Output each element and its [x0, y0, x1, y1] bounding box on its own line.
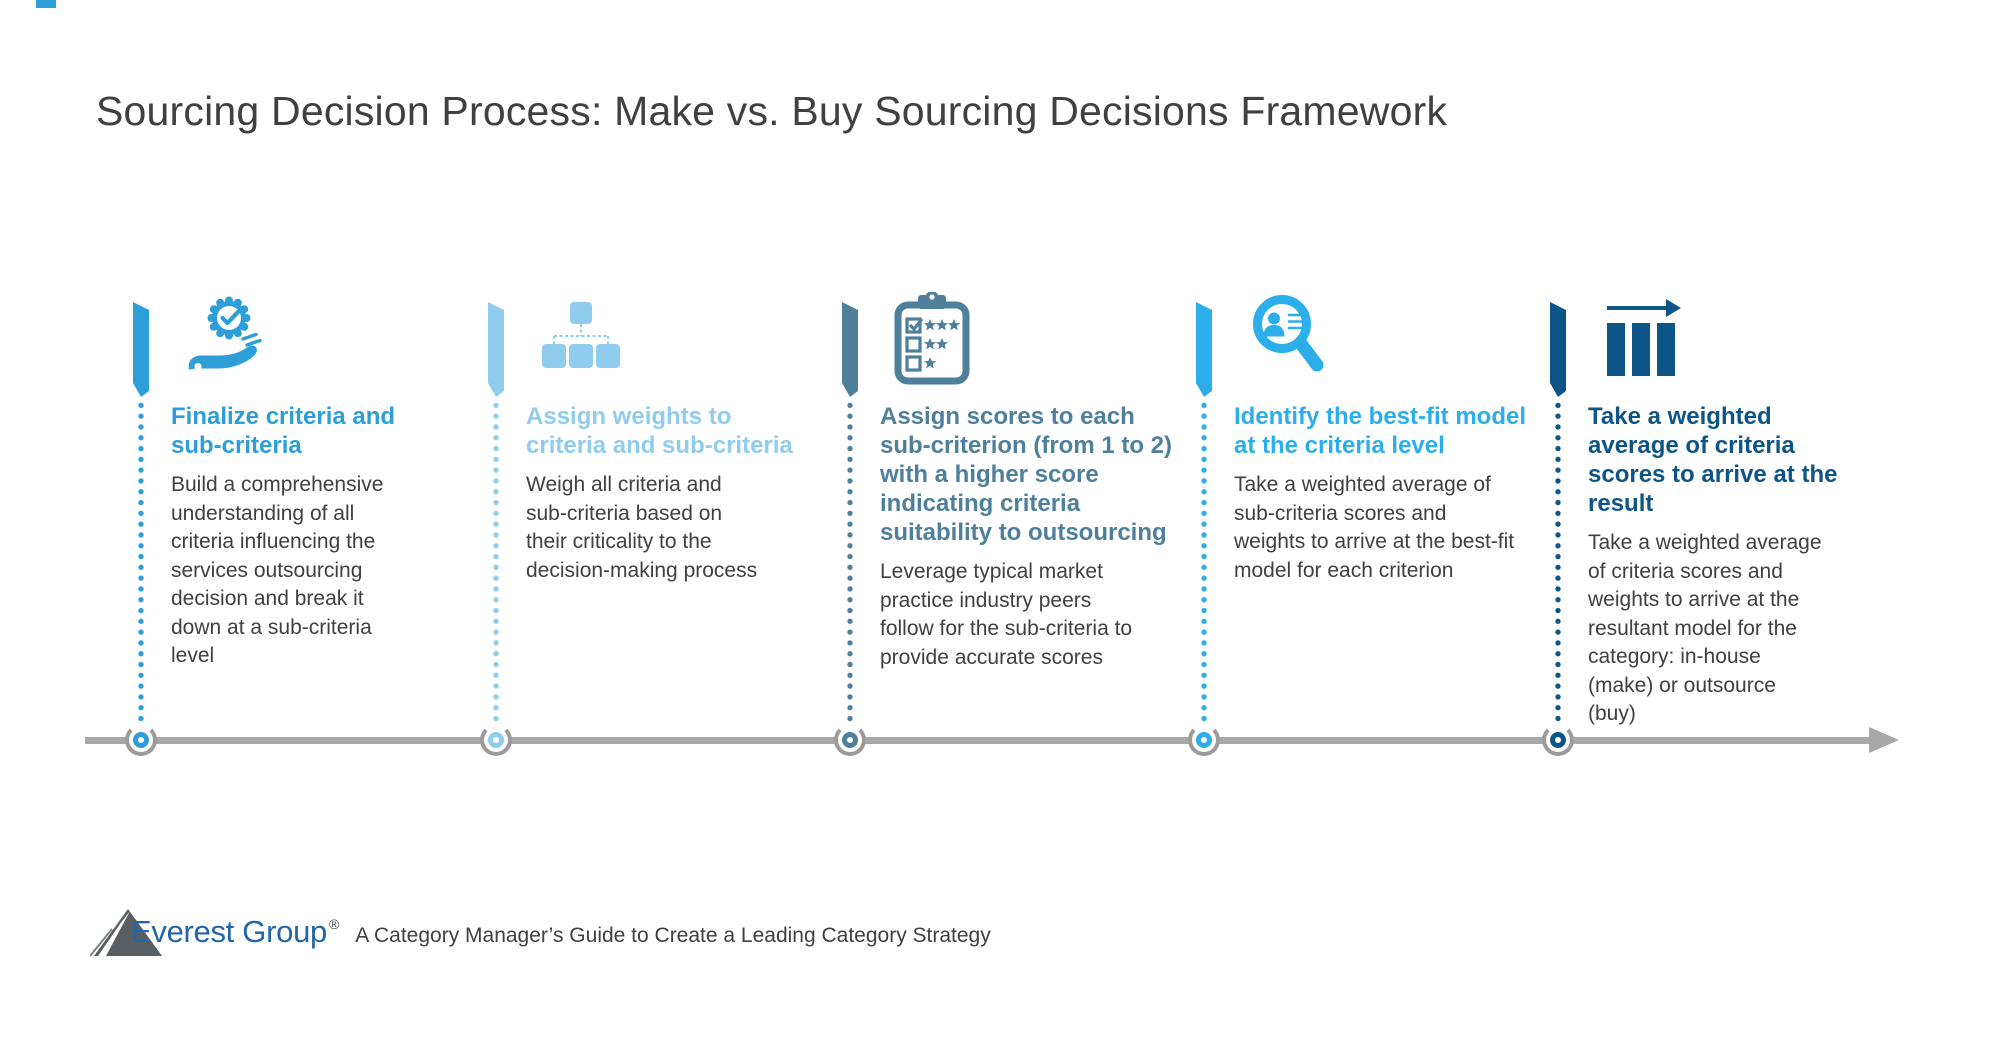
timeline-dot	[1542, 724, 1574, 756]
ribbon-marker	[133, 298, 149, 397]
step-description: Weigh all criteria and sub-criteria base…	[526, 473, 758, 582]
bar-chart-arrow-icon	[1602, 292, 1825, 386]
logo-text: Everest Group	[131, 914, 327, 949]
process-step-3: Assign scores to each sub-criterion (fro…	[834, 291, 1172, 756]
footer-caption: A Category Manager’s Guide to Create a L…	[355, 924, 991, 947]
step-description: Take a weighted average of criteria scor…	[1588, 531, 1822, 725]
step-heading: Assign weights to criteria and sub-crite…	[526, 403, 793, 459]
timeline-dot	[834, 724, 866, 756]
mountain-logo-icon	[89, 904, 178, 958]
process-step-4: Identify the best-fit model at the crite…	[1188, 292, 1526, 756]
ribbon-marker	[1196, 298, 1212, 397]
timeline-arrow-icon	[1869, 727, 1899, 753]
step-heading: Assign scores to each sub-criterion (fro…	[880, 403, 1173, 546]
step-heading: Identify the best-fit model at the crite…	[1234, 403, 1527, 459]
timeline-dot	[480, 724, 512, 756]
process-step-1: Finalize criteria and sub-criteria Build…	[125, 292, 403, 756]
dotted-connector	[847, 400, 853, 722]
timeline-dot	[125, 724, 157, 756]
process-step-2: Assign weights to criteria and sub-crite…	[480, 292, 793, 756]
step-heading: Finalize criteria and sub-criteria	[171, 403, 396, 459]
process-step-5: Take a weighted average of criteria scor…	[1542, 292, 1837, 756]
step-description: Take a weighted average of sub-criteria …	[1234, 473, 1515, 582]
page-title: Sourcing Decision Process: Make vs. Buy …	[96, 88, 1448, 134]
ribbon-marker	[842, 298, 858, 397]
award-badge-hand-icon	[185, 292, 403, 386]
top-accent-sliver	[36, 0, 56, 8]
timeline-dot	[1188, 724, 1220, 756]
everest-group-logo: Everest Group ® A Category Manager’s Gui…	[131, 914, 991, 950]
step-description: Leverage typical market practice industr…	[880, 560, 1133, 669]
magnifier-person-icon	[1248, 292, 1518, 386]
hierarchy-org-chart-icon	[540, 292, 768, 386]
dotted-connector	[493, 400, 499, 722]
scorecard-checklist-icon	[894, 291, 1148, 386]
step-heading: Take a weighted average of criteria scor…	[1588, 403, 1838, 517]
dotted-connector	[138, 400, 144, 722]
dotted-connector	[1201, 400, 1207, 722]
dotted-connector	[1555, 400, 1561, 722]
timeline-axis	[85, 737, 1869, 744]
ribbon-marker	[488, 298, 504, 397]
ribbon-marker	[1550, 298, 1566, 397]
registered-trademark: ®	[328, 916, 340, 932]
step-description: Build a comprehensive understanding of a…	[171, 473, 384, 667]
